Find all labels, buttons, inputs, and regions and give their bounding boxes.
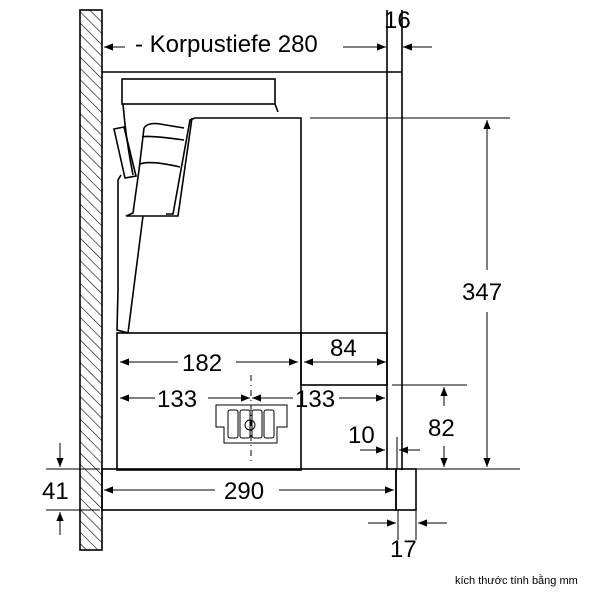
dimension-lines [46,43,520,540]
wall-hatched [79,9,103,551]
dim-width-right: 84 [330,335,357,362]
dim-width-body: 182 [182,350,222,377]
title-korpustiefe: - Korpustiefe 280 [135,31,318,58]
unit-caption: kích thước tính bằng mm [455,574,578,587]
dim-front-thickness: 17 [390,536,417,563]
dim-center-to-right: 133 [295,386,335,413]
hood-body [113,78,388,471]
dim-gap-front: 10 [348,422,375,449]
dim-right-height: 82 [428,415,455,442]
dim-left-to-center: 133 [157,386,197,413]
dim-panel-height: 41 [42,478,69,505]
dim-height-total: 347 [462,279,502,306]
front-panel [395,468,417,511]
dim-panel-depth: 290 [224,478,264,505]
connector-icon [215,375,288,462]
cabinet-outline [102,10,403,470]
dim-top-gap: 16 [384,7,411,34]
